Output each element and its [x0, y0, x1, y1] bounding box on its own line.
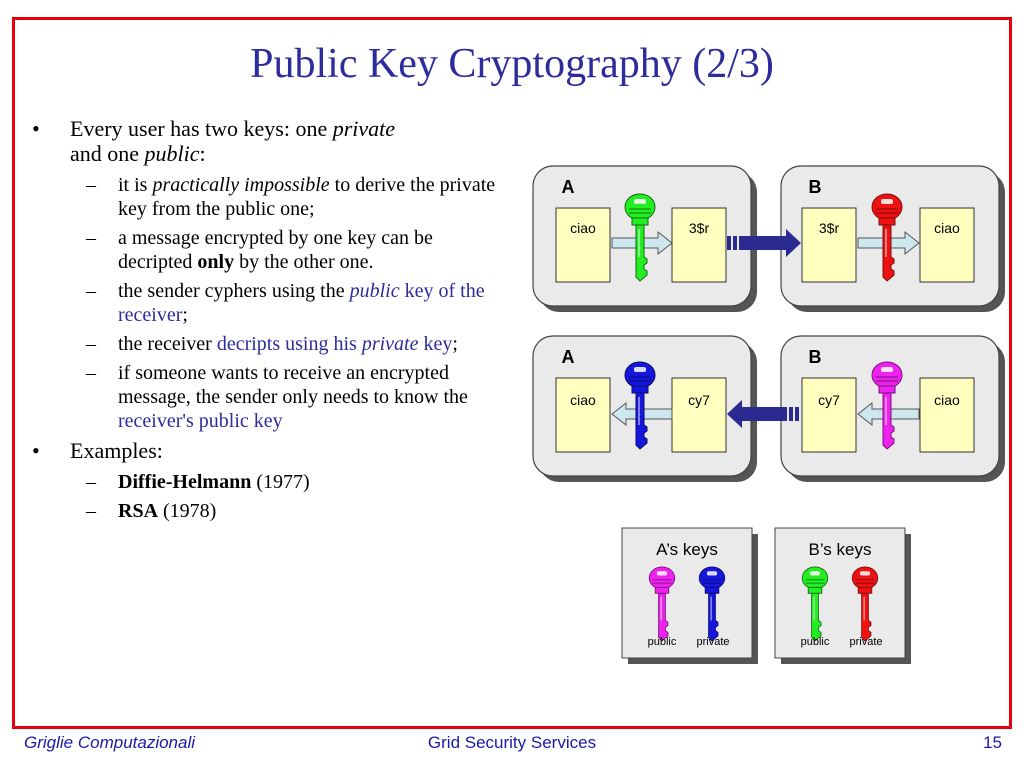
doc-cipher-b-top-text: 3$r	[819, 220, 840, 236]
doc-cipher-b-bottom-text: cy7	[818, 392, 840, 408]
doc-cipher-a-bottom-text: cy7	[688, 392, 710, 408]
left-arrow-icon	[727, 400, 799, 428]
a-keys-card	[621, 527, 753, 659]
sub-bullet-diffie-hellman: – Diffie-Helmann (1977)	[86, 471, 310, 493]
footer-topic: Grid Security Services	[427, 733, 597, 752]
doc-cipher-b-bottom	[801, 377, 857, 453]
doc-plain-a-bottom	[555, 377, 611, 453]
b-keys-title: B’s keys	[809, 540, 872, 559]
doc-cipher-b-top	[801, 207, 857, 283]
bullet-marker: •	[32, 116, 40, 141]
bullet-examples: • Examples:	[32, 438, 163, 463]
doc-plain-b-bottom	[919, 377, 975, 453]
doc-plain-a-top	[555, 207, 611, 283]
dash-marker: –	[86, 362, 96, 384]
dash-marker: –	[86, 227, 96, 249]
doc-cipher-a-top	[671, 207, 727, 283]
b-private-label: private	[849, 636, 882, 648]
label-a-bottom: A	[562, 347, 575, 367]
dash-marker: –	[86, 500, 96, 522]
sub-bullet-public-key: – if someone wants to receive an encrypt…	[86, 362, 468, 432]
a-keys-title: A’s keys	[656, 540, 718, 559]
doc-plain-b-bottom-text: ciao	[934, 392, 960, 408]
dash-marker: –	[86, 471, 96, 493]
doc-cipher-a-bottom	[671, 377, 727, 453]
label-b-bottom: B	[809, 347, 822, 367]
b-public-label: public	[801, 636, 830, 648]
slide-frame	[12, 17, 1012, 729]
footer-course: Griglie Computazionali	[24, 733, 196, 752]
slide-title: Public Key Cryptography (2/3)	[250, 41, 774, 87]
b-keys-card	[774, 527, 906, 659]
doc-plain-b-top	[919, 207, 975, 283]
label-a-top: A	[562, 177, 575, 197]
right-arrow-icon	[727, 229, 801, 257]
sub-bullet-sender: – the sender cyphers using the public ke…	[86, 280, 485, 326]
a-private-label: private	[696, 636, 729, 648]
a-public-label: public	[648, 636, 677, 648]
page-number: 15	[983, 733, 1002, 752]
bullet-marker: •	[32, 438, 40, 463]
dash-marker: –	[86, 280, 96, 302]
sub-bullet-receiver: – the receiver decripts using his privat…	[86, 333, 458, 355]
sub-bullet-rsa: – RSA (1978)	[86, 500, 217, 522]
doc-plain-a-top-text: ciao	[570, 220, 596, 236]
doc-plain-a-bottom-text: ciao	[570, 392, 596, 408]
dash-marker: –	[86, 333, 96, 355]
bullet-keys: • Every user has two keys: one private a…	[32, 116, 396, 166]
sub-bullet-impossible: – it is practically impossible to derive…	[86, 174, 496, 220]
doc-plain-b-top-text: ciao	[934, 220, 960, 236]
bullet-list: • Every user has two keys: one private a…	[28, 116, 498, 528]
doc-cipher-a-top-text: 3$r	[689, 220, 710, 236]
dash-marker: –	[86, 174, 96, 196]
sub-bullet-decrypt-only: – a message encrypted by one key can be …	[86, 227, 433, 273]
label-b-top: B	[809, 177, 822, 197]
